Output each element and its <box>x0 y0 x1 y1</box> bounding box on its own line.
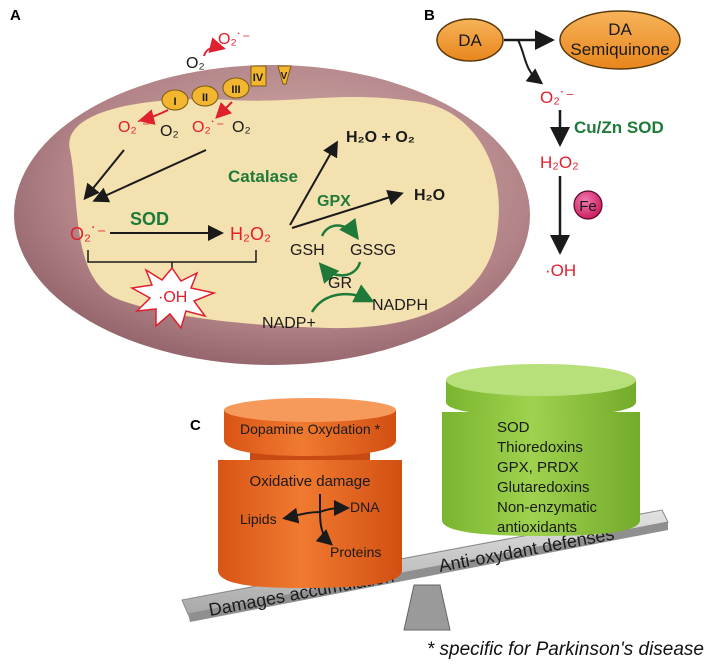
damage-weight <box>218 398 402 588</box>
dna-label: DNA <box>350 499 380 515</box>
hydroxyl-burst <box>129 266 217 330</box>
semiquinone-node <box>559 10 681 70</box>
defense-item-glutaredoxins: Glutaredoxins <box>497 479 590 496</box>
arrow-nadp-to-nadph <box>310 284 375 313</box>
catalase-label: Catalase <box>228 167 298 186</box>
arrow-mid-to-superoxide <box>92 149 207 203</box>
gssg-label: GSSG <box>350 242 396 259</box>
panel-label-b: B <box>424 7 435 24</box>
sod-label: SOD <box>130 209 169 229</box>
arrow-left-to-superoxide <box>83 149 125 201</box>
lipids-label: Lipids <box>240 511 277 527</box>
superoxide-b: O₂˙⁻ <box>540 88 574 107</box>
superoxide-mid: O₂˙⁻ <box>192 119 224 136</box>
complex-i-shape <box>161 89 189 111</box>
hydrogen-peroxide-b: H₂O₂ <box>540 153 579 172</box>
defense-weight-body <box>442 412 640 536</box>
gsh-label: GSH <box>290 242 325 259</box>
panel-label-a: A <box>10 7 21 24</box>
defense-list: SOD Thioredoxins GPX, PRDX Glutaredoxins… <box>497 419 598 536</box>
defense-item-antioxidants: antioxidants <box>497 519 577 536</box>
superoxide-main: O₂˙⁻ <box>70 224 106 244</box>
panel-label-c: C <box>190 417 201 434</box>
damage-weight-cap <box>224 410 396 456</box>
arrow-catalase <box>289 140 338 226</box>
da-label: DA <box>458 31 482 50</box>
superoxide-top: O₂˙⁻ <box>218 31 250 48</box>
arrow-gssg-to-gsh <box>318 261 362 284</box>
proteins-label: Proteins <box>330 544 381 560</box>
complex-iv-label: IV <box>253 72 264 84</box>
defense-item-thioredoxins: Thioredoxins <box>497 439 583 456</box>
gr-label: GR <box>328 275 352 292</box>
defense-weight-top <box>446 364 636 396</box>
water-product: H₂O <box>414 187 445 204</box>
nadp-label: NADP+ <box>262 315 316 332</box>
semiquinone-label-line2: Semiquinone <box>570 40 669 59</box>
damage-weight-top <box>224 398 396 422</box>
complex-v-label: V <box>281 71 288 82</box>
damage-weight-body <box>218 460 402 588</box>
mitochondrion-matrix <box>69 97 499 329</box>
nadph-label: NADPH <box>372 297 428 314</box>
o2-mid: O₂ <box>232 119 251 136</box>
hydrogen-peroxide-main: H₂O₂ <box>230 224 271 244</box>
da-node <box>436 18 504 62</box>
iron-node <box>573 190 603 220</box>
complex-iii-label: III <box>231 84 240 96</box>
iron-label: Fe <box>579 198 597 215</box>
arrow-o2-top <box>203 37 226 57</box>
complex-iii-shape <box>222 77 250 99</box>
dopamine-oxydation-label: Dopamine Oxydation * <box>240 421 381 437</box>
o2-left: O₂ <box>160 123 179 140</box>
defense-item-non-enzymatic: Non-enzymatic <box>497 499 598 516</box>
hydroxyl-b: ·OH <box>545 261 576 280</box>
complex-i-label: I <box>173 96 176 108</box>
semiquinone-label-line1: DA <box>608 20 632 39</box>
defense-item-sod: SOD <box>497 419 530 436</box>
scale-beam-edge <box>188 522 668 622</box>
o2-top: O₂ <box>186 55 205 72</box>
arrow-gsh-to-gssg <box>320 217 359 241</box>
arrow-gpx <box>291 189 404 229</box>
hydroxyl-radical: ·OH <box>158 289 187 306</box>
superoxide-left: O₂˙⁻ <box>118 119 150 136</box>
arrow-to-proteins <box>315 511 334 546</box>
oxidative-damage-label: Oxidative damage <box>250 473 371 490</box>
arrow-o2-mid <box>215 101 233 119</box>
arrow-to-lipids <box>282 507 321 524</box>
water-oxygen-product: H₂O + O₂ <box>346 129 415 146</box>
complex-v-shape <box>277 65 292 85</box>
defense-item-gpx-prdx: GPX, PRDX <box>497 459 579 476</box>
electron-transport-chain: I II III IV V <box>161 65 292 111</box>
arrow-da-to-superoxide <box>517 39 544 85</box>
cu-zn-sod-label: Cu/Zn SOD <box>574 118 664 137</box>
scale-fulcrum <box>403 584 451 631</box>
gpx-label: GPX <box>317 193 351 210</box>
defense-weight <box>442 364 640 536</box>
arrow-o2-left <box>138 109 169 125</box>
complex-iv-shape <box>250 65 267 87</box>
complex-ii-shape <box>191 85 219 107</box>
footnote: * specific for Parkinson's disease <box>427 639 704 660</box>
arrow-to-dna <box>319 500 350 517</box>
complex-ii-label: II <box>202 92 208 104</box>
